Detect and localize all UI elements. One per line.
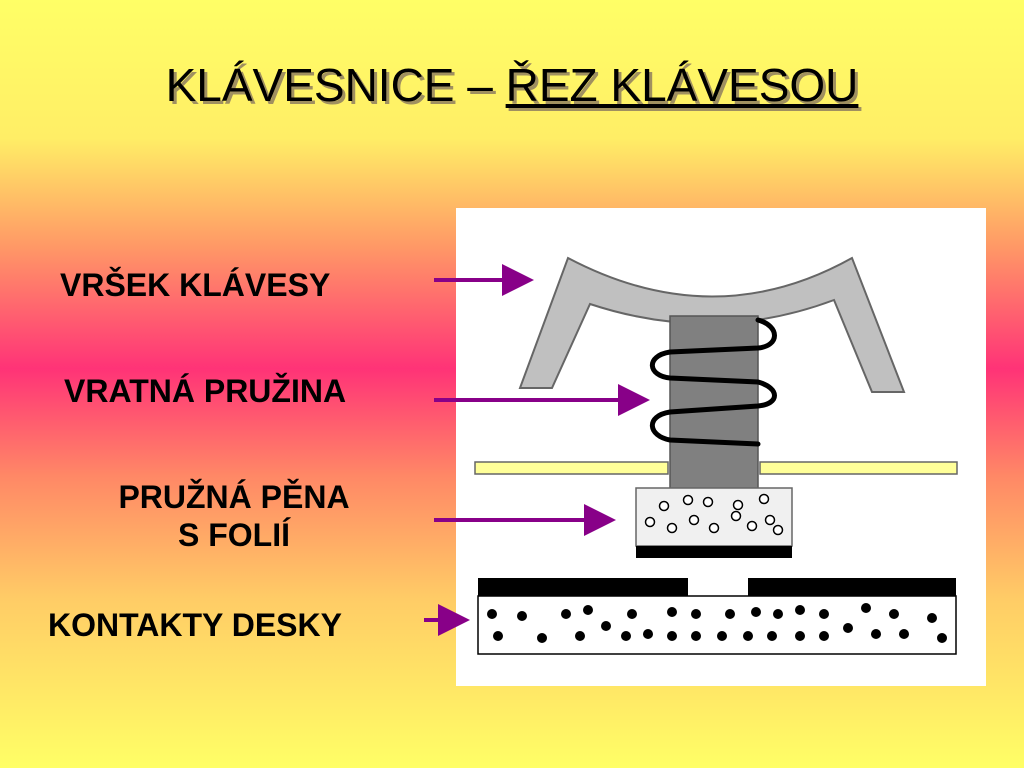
title-part-1: KLÁVESNICE –	[165, 59, 506, 111]
plate-left	[474, 461, 669, 475]
contact-board	[477, 595, 957, 655]
key-stem	[669, 315, 759, 491]
foam-bubbles	[644, 493, 784, 536]
page-title: KLÁVESNICE – ŘEZ KLÁVESOU	[0, 58, 1024, 112]
label-foam-line-2: S FOLIÍ	[178, 517, 290, 553]
spring-coil	[649, 317, 777, 447]
label-keycap: VRŠEK KLÁVESY	[60, 267, 331, 303]
contact-strip-left	[478, 578, 688, 596]
contact-strip-right	[748, 578, 956, 596]
label-foam: PRUŽNÁ PĚNA S FOLIÍ	[88, 478, 380, 554]
keycap-shape	[518, 256, 906, 393]
label-foam-line-1: PRUŽNÁ PĚNA	[118, 479, 350, 515]
label-spring: VRATNÁ PRUŽINA	[64, 373, 347, 409]
title-part-2: ŘEZ KLÁVESOU	[505, 59, 859, 111]
foil-layer	[636, 546, 792, 558]
board-dots	[487, 603, 947, 643]
plate-right	[759, 461, 958, 475]
label-contacts: KONTAKTY DESKY	[48, 607, 342, 643]
